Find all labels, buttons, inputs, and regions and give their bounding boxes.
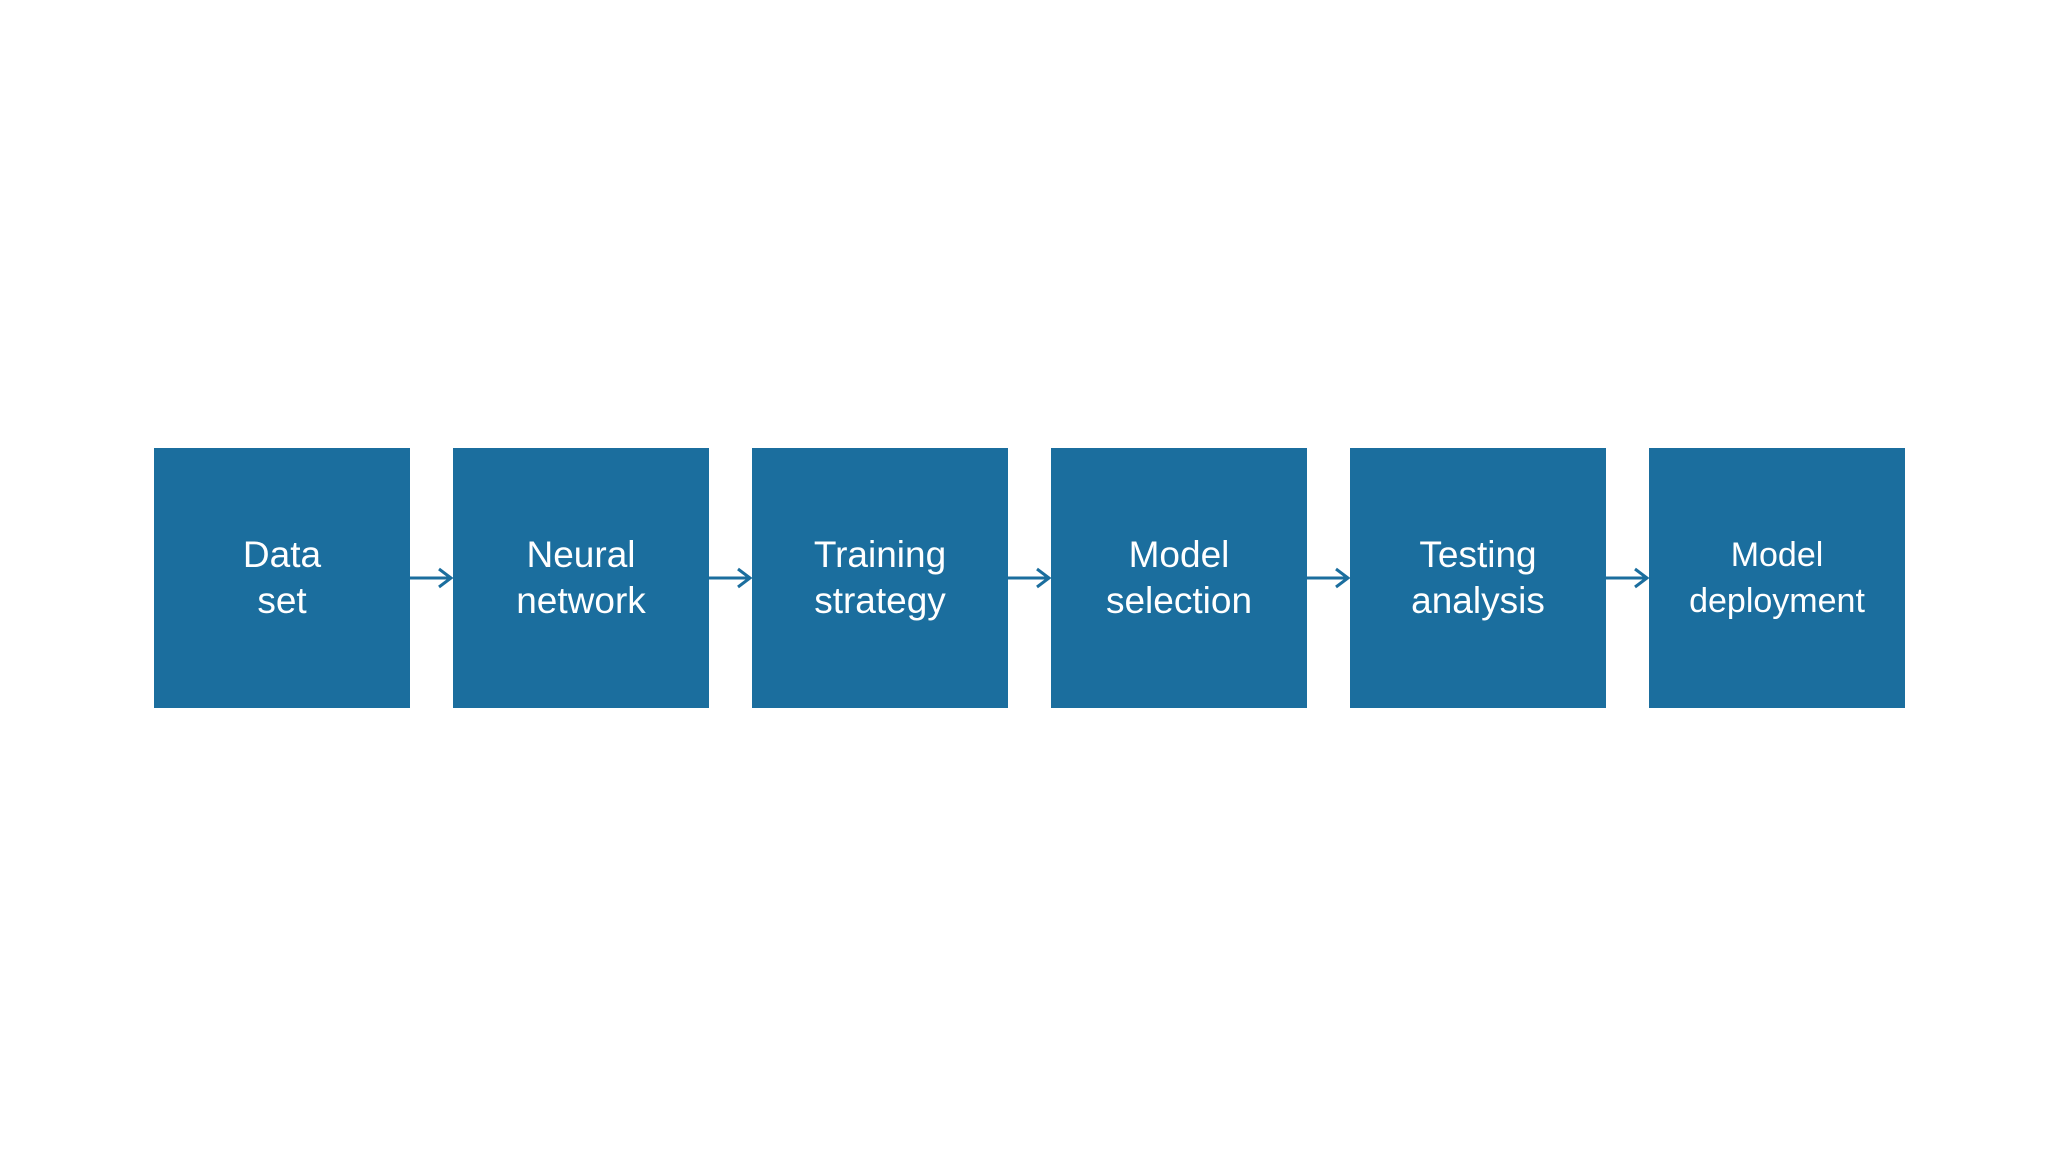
step-label-line2: set [257,580,307,621]
step-label-line2: strategy [814,580,946,621]
step-data-set: Data set [154,448,410,708]
arrow-right-icon [709,566,752,590]
step-training-strategy: Training strategy [752,448,1008,708]
step-label-line2: deployment [1689,582,1865,620]
step-neural-network: Neural network [453,448,709,708]
step-model-selection: Model selection [1051,448,1307,708]
step-label-line1: Model [1128,534,1230,575]
step-label-line1: Neural [526,534,636,575]
step-label-line1: Training [813,534,947,575]
step-label-line2: selection [1105,580,1253,621]
arrow-right-icon [1606,566,1649,590]
step-label-line2: network [516,580,646,621]
step-label-line1: Data [242,534,322,575]
arrow-right-icon [1307,566,1350,590]
step-label-line1: Testing [1419,534,1537,575]
step-model-deployment: Model deployment [1649,448,1905,708]
step-testing-analysis: Testing analysis [1350,448,1606,708]
step-label-line2: analysis [1411,580,1545,621]
arrow-right-icon [1008,566,1051,590]
step-label-line1: Model [1730,536,1824,574]
arrow-right-icon [410,566,453,590]
